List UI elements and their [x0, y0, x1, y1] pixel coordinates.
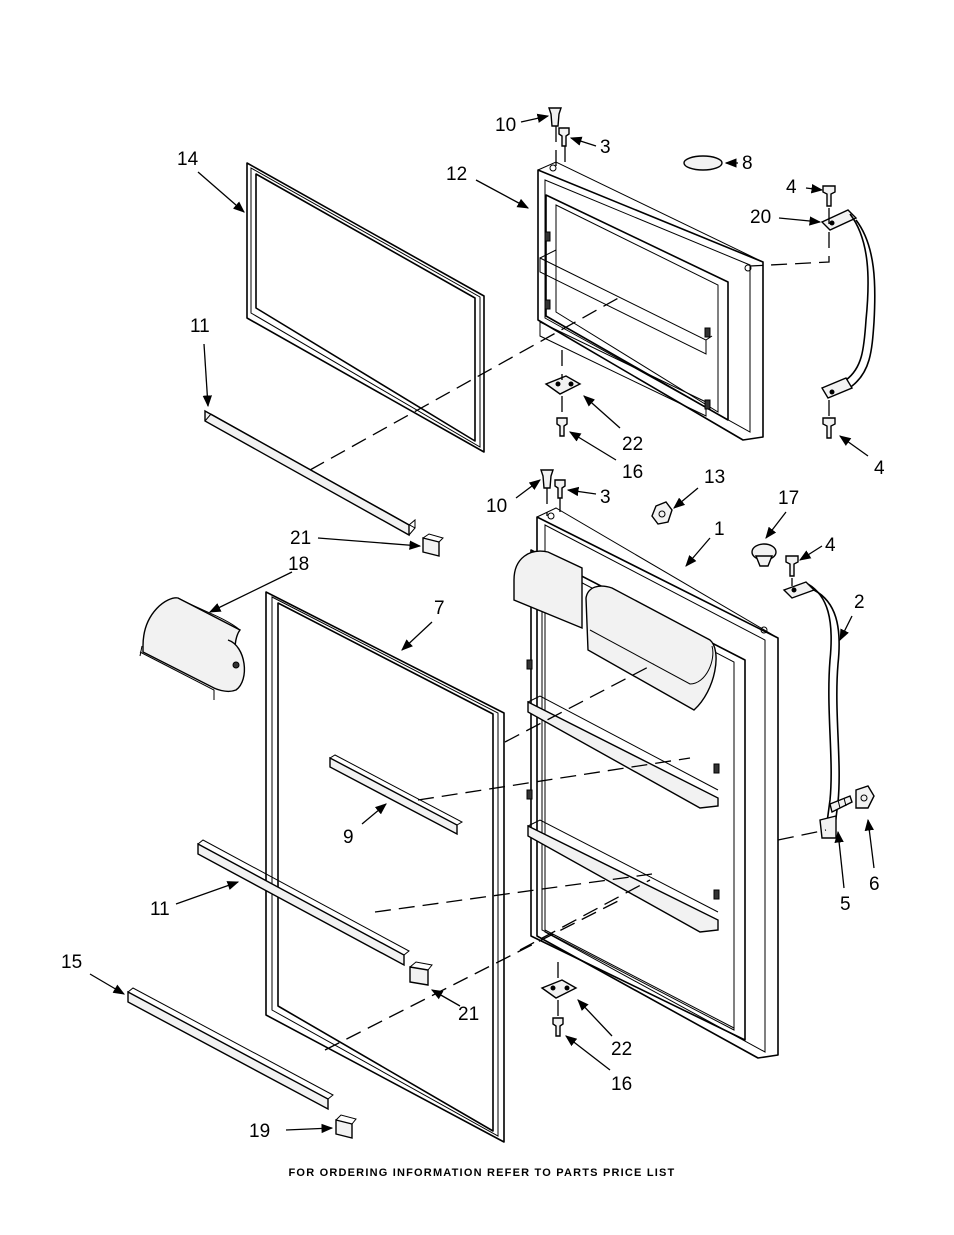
door-hinge-bracket-lower [540, 979, 578, 999]
screw-handle-4 [785, 555, 799, 577]
freezer-door [537, 161, 764, 441]
trim-end-clip-upper [422, 533, 444, 557]
callout-18: 18 [288, 554, 309, 575]
plug-button-13 [651, 501, 673, 525]
callout-22-lower: 22 [611, 1039, 632, 1060]
callout-4-lower: 4 [825, 535, 836, 556]
end-cap-19 [335, 1114, 357, 1139]
callout-4-right: 4 [874, 458, 885, 479]
callout-10-lower: 10 [486, 496, 507, 517]
top-cap-8 [683, 155, 723, 171]
callout-10-upper: 10 [495, 115, 516, 136]
fresh-food-door-gasket [265, 591, 505, 1143]
screw-lower-3 [554, 479, 566, 499]
callout-14: 14 [177, 149, 199, 170]
screw-upper-3 [558, 127, 570, 147]
freezer-handle [820, 209, 876, 399]
leader-arrows [89, 113, 875, 1134]
trim-end-clip-lower [409, 961, 433, 986]
callout-9: 9 [343, 827, 354, 848]
callout-17: 17 [778, 488, 799, 509]
hinge-pin-upper [548, 107, 562, 127]
fresh-food-handle [782, 581, 840, 839]
callout-21-upper: 21 [290, 528, 311, 549]
freezer-door-gasket [246, 162, 485, 453]
callout-6: 6 [869, 874, 880, 895]
callout-20: 20 [750, 207, 771, 228]
hinge-screw-lower [552, 1017, 564, 1037]
callout-15: 15 [61, 952, 82, 973]
handle-screw-5 [829, 795, 853, 814]
callout-11-upper: 11 [190, 316, 210, 337]
callout-16-upper: 16 [622, 462, 643, 483]
callout-3-lower: 3 [600, 487, 611, 508]
handle-nut-6 [855, 785, 875, 809]
shelf-trim-9 [329, 754, 464, 836]
callout-12: 12 [446, 164, 467, 185]
callout-11-lower: 11 [150, 899, 170, 920]
hinge-pin-lower [540, 469, 554, 489]
fresh-food-door [513, 507, 779, 1059]
freezer-trim-strip [204, 409, 416, 537]
callout-3-upper: 3 [600, 137, 611, 158]
callout-13: 13 [704, 467, 725, 488]
callout-21-lower: 21 [458, 1004, 479, 1025]
callout-5: 5 [840, 894, 851, 915]
screw-handle-bottom-4 [822, 417, 836, 439]
callout-4-top: 4 [786, 177, 797, 198]
hinge-screw-upper [556, 417, 568, 437]
bottom-trim-strip [127, 987, 334, 1111]
dairy-door [139, 597, 246, 700]
callout-8: 8 [742, 153, 753, 174]
callout-22-upper: 22 [622, 434, 643, 455]
callout-7: 7 [434, 598, 445, 619]
fresh-food-trim-strip [197, 839, 410, 967]
callout-19: 19 [249, 1121, 270, 1142]
callout-16-lower: 16 [611, 1074, 632, 1095]
screw-handle-top-4 [822, 185, 836, 207]
hole-plug-17 [751, 543, 777, 567]
ordering-info-note: FOR ORDERING INFORMATION REFER TO PARTS … [288, 1167, 676, 1179]
door-hinge-bracket-upper [544, 375, 582, 395]
callout-labels: 10 3 8 4 20 12 14 11 22 16 4 10 3 13 1 1… [61, 115, 885, 1142]
callout-1: 1 [714, 519, 725, 540]
callout-2: 2 [854, 592, 865, 613]
